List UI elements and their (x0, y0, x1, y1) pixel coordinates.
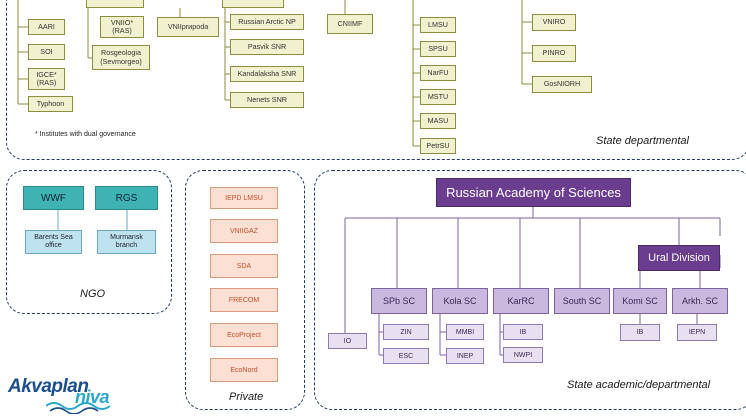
org-box-karrc: KarRC (493, 288, 549, 314)
org-box-vniipriroda: VNIIprироda (157, 17, 219, 37)
org-box-rgs: RGS (95, 186, 158, 210)
org-box-komi-sc: Komi SC (613, 288, 667, 314)
org-box-arkh-sc: Arkh. SC (672, 288, 728, 314)
org-box-south-sc: South SC (554, 288, 610, 314)
org-box-gosniorh: GosNIORH (532, 76, 592, 93)
org-box-ib-komi: IB (620, 324, 660, 341)
org-box-wwf-barents: Barents Sea office (25, 230, 82, 254)
org-box-spb-sc: SPb SC (371, 288, 427, 314)
org-box-ib-karrc: IB (503, 324, 543, 340)
akvaplan-niva-logo: Akvaplan niva (8, 376, 118, 416)
caption-private: Private (229, 391, 264, 403)
org-box-narfu: NarFU (420, 65, 456, 81)
org-box-spsu: SPSU (420, 41, 456, 57)
org-box-wwf: WWF (23, 186, 84, 210)
org-box-rgs-murmansk: Murmansk branch (97, 230, 156, 254)
org-box-vniio: VNIIO* (RAS) (100, 16, 144, 38)
org-box-nwpi: NWPI (503, 347, 543, 363)
org-box-mmbi: MMBI (446, 324, 484, 340)
org-box-zin: ZIN (383, 324, 429, 340)
org-box-petrsu: PetrSU (420, 138, 456, 154)
caption-state-departmental: State departmental (596, 135, 689, 147)
org-box-ecoproject: EcoProject (210, 323, 278, 347)
org-box-lmsu: LMSU (420, 17, 456, 33)
org-box-kandalaksha-snr: Kandalaksha SNR (230, 66, 304, 82)
org-box-ural-division: Ural Division (638, 245, 720, 271)
org-box-econord: EcoNord (210, 358, 278, 382)
logo-text-akvaplan: Akvaplan (8, 376, 89, 397)
org-box-typhoon: Typhoon (28, 96, 73, 112)
org-box-kola-sc: Kola SC (432, 288, 488, 314)
private-frame (185, 170, 305, 410)
org-box-igce: IGCE* (RAS) (28, 68, 65, 90)
org-box-soi: SOI (28, 44, 65, 60)
org-box-io: IO (328, 333, 367, 349)
org-box-frecom: FRECOM (210, 288, 278, 312)
org-box-inep: INEP (446, 348, 484, 364)
org-box-vniro: VNIRO (532, 14, 576, 31)
col2-top-box-partial (86, 0, 144, 8)
org-box-aari: AARI (28, 19, 65, 35)
org-box-pasvik-snr: Pasvik SNR (230, 39, 304, 55)
col4-top-box-partial (222, 0, 284, 8)
caption-state-academic: State academic/departmental (567, 379, 711, 391)
org-box-esc: ESC (383, 348, 429, 364)
state-departmental-frame (6, 0, 746, 160)
org-box-pinro: PINRO (532, 45, 576, 62)
org-box-iepd-lmsu: IEPD LMSU (210, 187, 278, 209)
org-box-nenets-snr: Nenets SNR (230, 92, 304, 108)
org-box-cniimf: CNIIMF (327, 14, 373, 34)
org-box-vniigaz: VNIIGAZ (210, 219, 278, 243)
caption-ngo: NGO (80, 288, 106, 300)
org-box-russian-arctic-np: Russian Arctic NP (230, 14, 304, 30)
footnote: * Institutes with dual governance (35, 131, 136, 138)
org-box-sda: SDA (210, 254, 278, 278)
logo-wave-icon (46, 402, 111, 414)
logo-text-niva: niva (75, 387, 110, 407)
ngo-frame (6, 170, 172, 314)
org-box-mstu: MSTU (420, 89, 456, 105)
org-box-masu: MASU (420, 113, 456, 129)
state-academic-frame (314, 170, 746, 410)
org-box-ras: Russian Academy of Sciences (436, 178, 631, 207)
org-box-iepn: IEPN (677, 324, 717, 341)
org-box-rosgeologia: Rosgeologia (Sevmorgeo) (92, 45, 150, 70)
